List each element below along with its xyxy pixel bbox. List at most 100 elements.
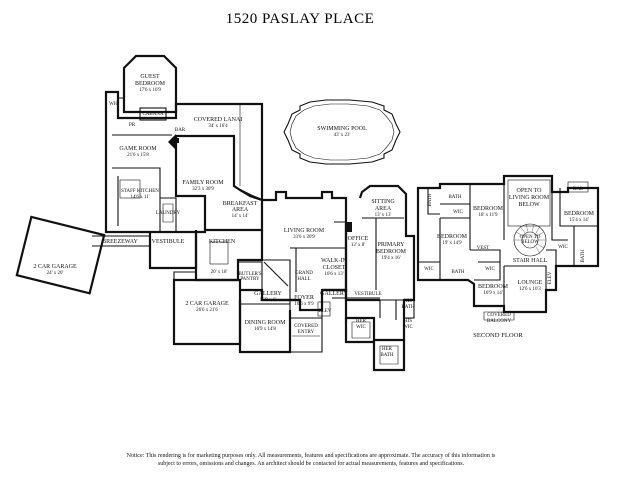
label-breakfast-2: AREA [232, 207, 249, 213]
label-elev-main: ELEV [319, 309, 332, 314]
label-her-wic-2: WIC [356, 325, 366, 330]
primary-suite-walls [344, 184, 416, 342]
label-walkin-1: WALK-IN [321, 258, 347, 264]
central-block-walls [262, 190, 348, 312]
label-bedroom-sf2-size: 18' x 11'9 [478, 213, 498, 218]
garage-left [15, 215, 106, 295]
label-staff-kitchen-size: 14'6 x 11' [130, 195, 149, 200]
label-living-room: LIVING ROOM [284, 228, 325, 234]
label-bedroom-sf3-size: 15'4 x 14' [569, 218, 588, 223]
label-guest-bedroom-size: 17'6 x 16'9 [139, 88, 161, 93]
label-garage-center-size: 26'6 x 21'6 [196, 308, 218, 313]
label-sitting-2: AREA [375, 206, 392, 212]
label-swimming-pool-size: 43' x 23' [334, 133, 351, 138]
label-game-room-size: 21'6 x 15'8 [127, 153, 149, 158]
label-garage-center: 2 CAR GARAGE [185, 301, 229, 307]
label-staff-kitchen: STAFF KITCHEN [121, 189, 159, 194]
label-gallery-left: GALLERY [254, 291, 282, 297]
label-dining-room: DINING ROOM [245, 320, 286, 326]
label-his-bath-1: HIS [404, 299, 412, 304]
label-cabana: CABANA [142, 112, 164, 117]
label-open-living-3: BELOW [518, 202, 540, 208]
label-open-below-1: OPEN TO [520, 235, 541, 240]
label-bedroom-sf4: BEDROOM [478, 284, 509, 290]
label-bath-sf4: BATH [451, 270, 464, 275]
label-guest-bedroom-1: GUEST [140, 74, 160, 80]
label-covered-lanai-size: 34' x 16'4 [208, 124, 228, 129]
label-gallery-left-size: 16'9 x 6' [260, 298, 277, 303]
label-office: OFFICE [348, 236, 369, 242]
label-foyer: FOYER [294, 295, 314, 301]
label-covered-balcony-2: BALCONY [487, 319, 512, 324]
label-laundry: LAUNDRY [156, 211, 181, 216]
label-open-living-1: OPEN TO [517, 188, 543, 194]
label-covered-entry-2: ENTRY [298, 330, 315, 335]
label-sitting-1: SITTING [371, 199, 395, 205]
label-his-bath-2: BATH [401, 305, 414, 310]
label-dining-room-size: 16'9 x 14'8 [254, 327, 276, 332]
label-bedroom-sf1: BEDROOM [437, 234, 468, 240]
label-family-room: FAMILY ROOM [182, 180, 224, 186]
swimming-pool [283, 99, 401, 165]
label-bedroom-sf2: BEDROOM [473, 206, 504, 212]
label-living-room-size: 33'6 x 20'9 [293, 235, 315, 240]
label-office-size: 12' x 8' [351, 243, 365, 248]
label-bath-sf2: BATH [448, 195, 461, 200]
label-wic-sf3: WIC [424, 267, 434, 272]
label-bal: BAL [573, 187, 583, 192]
room-labels: GUEST BEDROOM 17'6 x 16'9 WIC CABANA PR … [33, 74, 594, 358]
label-gallery-right: GALLERY [320, 291, 348, 297]
label-swimming-pool: SWIMMING POOL [317, 126, 367, 132]
label-garage-left-size: 24' x 20' [47, 271, 64, 276]
second-floor-caption: SECOND FLOOR [473, 332, 523, 339]
label-open-living-2: LIVING ROOM [509, 195, 550, 201]
label-vestibule-right: VESTIBULE [354, 292, 381, 297]
label-bar: BAR [175, 128, 186, 133]
label-family-room-size: 32'3 x 30'9 [192, 187, 214, 192]
label-game-room: GAME ROOM [119, 146, 157, 152]
label-butlers-1: BUTLER'S [238, 272, 261, 277]
label-vestibule-left: VESTIBULE [152, 239, 185, 245]
disclaimer-notice: Notice: This rendering is for marketing … [126, 453, 496, 467]
label-breakfast-1: BREAKFAST [223, 201, 258, 207]
label-open-below-2: BELOW [521, 240, 539, 245]
label-garage-left: 2 CAR GARAGE [33, 264, 77, 270]
label-his-wic-1: HIS [404, 319, 412, 324]
plan-title: 1520 PASLAY PLACE [226, 11, 375, 27]
label-covered-lanai: COVERED LANAI [194, 117, 243, 123]
first-floor [15, 54, 416, 372]
label-kitchen-size: 20' x 18' [211, 270, 228, 275]
second-floor [416, 174, 600, 321]
label-sitting-size: 13' x 13' [375, 213, 392, 218]
label-primary-1: PRIMARY [377, 242, 405, 248]
label-breezeway: BREEZEWAY [102, 239, 138, 245]
label-bath-sf1: BATH [428, 193, 433, 206]
label-wic-sf1: WIC [453, 210, 463, 215]
label-stair-hall: STAIR HALL [513, 258, 548, 264]
label-foyer-size: 10'6 x 9'9 [294, 302, 314, 307]
label-butlers-2: PANTRY [240, 277, 260, 282]
label-wic-sf4: WIC [485, 267, 495, 272]
label-walkin-size: 16'6 x 13' [324, 272, 343, 277]
label-kitchen: KITCHEN [209, 239, 236, 245]
label-elev-sf: ELEV [548, 271, 553, 284]
label-his-wic-2: WIC [403, 325, 413, 330]
label-covered-balcony-1: COVERED [487, 313, 511, 318]
label-wic-guest: WIC [109, 102, 119, 107]
label-breakfast-size: 14' x 14' [232, 214, 249, 219]
label-bedroom-sf1-size: 19' x 14'9 [442, 241, 462, 246]
label-lounge: LOUNGE [518, 280, 543, 286]
label-wic-sf2: WIC [558, 245, 568, 250]
label-grand-hall-2: HALL [297, 277, 310, 282]
label-bath-sf3: BATH [581, 249, 586, 262]
label-guest-bedroom-2: BEDROOM [135, 81, 166, 87]
label-vest-sf: VEST [477, 246, 490, 251]
label-walkin-2: CLOSET [323, 265, 346, 271]
label-her-bath-1: HER [382, 347, 393, 352]
label-pr: PR [129, 123, 136, 128]
label-primary-2: BEDROOM [376, 249, 407, 255]
label-covered-entry-1: COVERED [294, 324, 318, 329]
label-grand-hall-1: GRAND [295, 271, 313, 276]
label-her-wic-1: HER [356, 319, 367, 324]
